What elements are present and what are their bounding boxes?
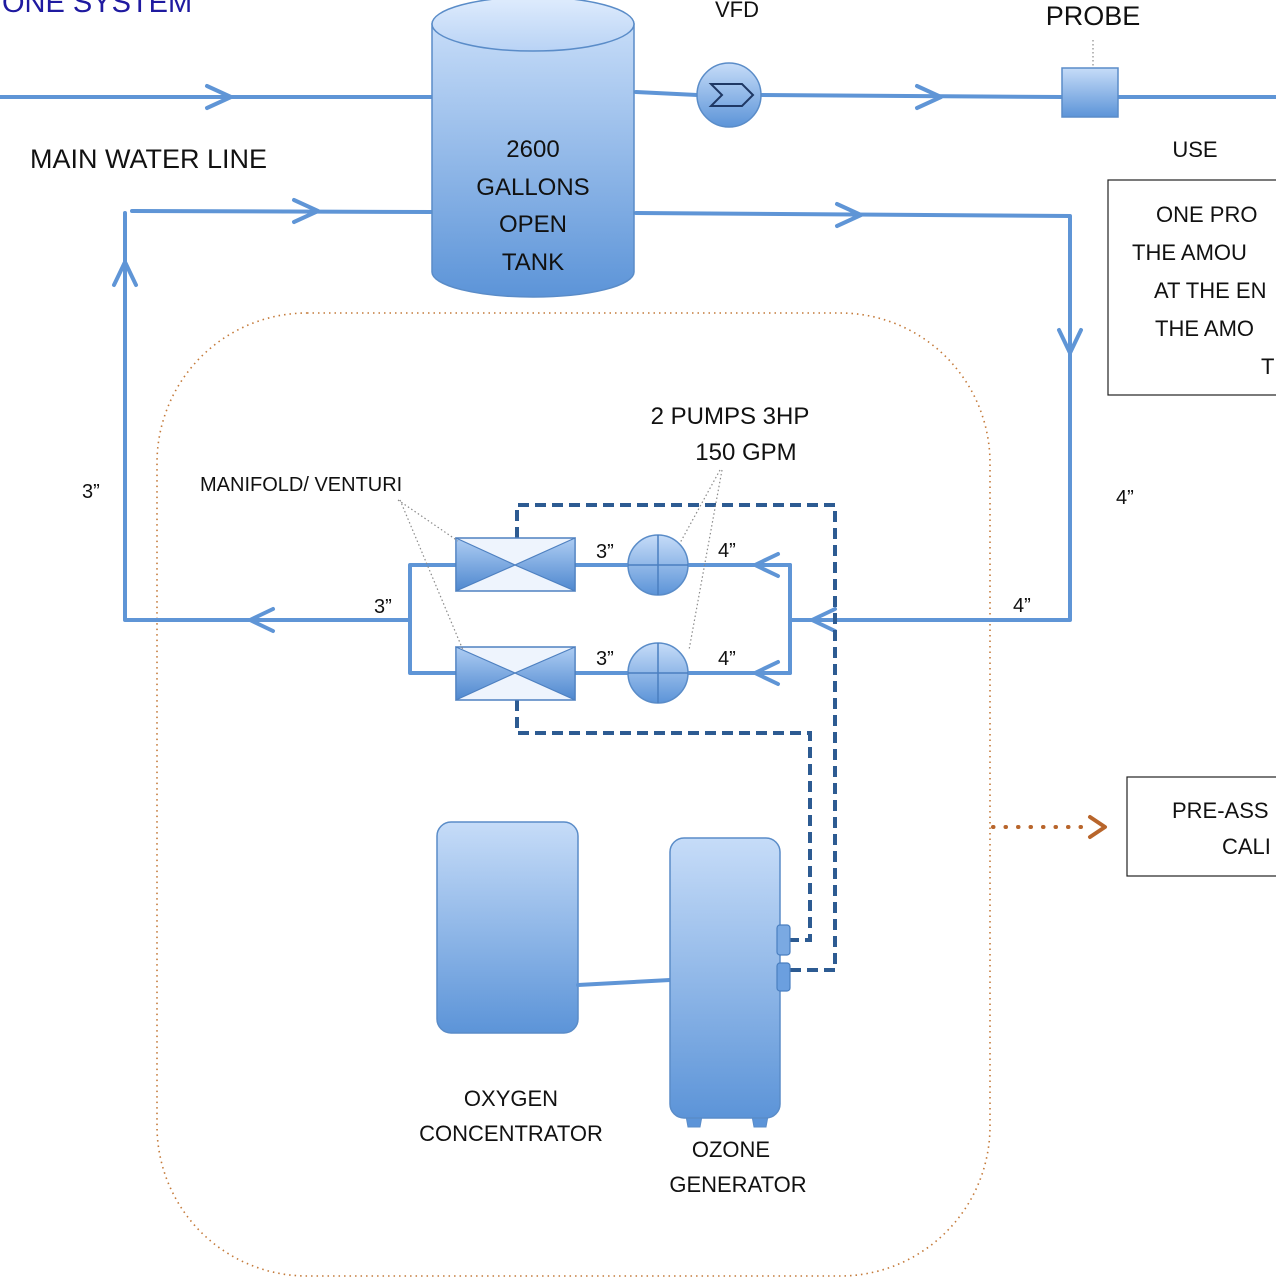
- skid-return-pipe: [123, 211, 412, 622]
- venturi-leader-line: [399, 499, 464, 651]
- note-box: [1107, 179, 1276, 396]
- pipe-size-pump2-inlet: 4”: [718, 648, 736, 670]
- oxygen-concentrator-label-line-1: OXYGEN: [464, 1086, 558, 1111]
- note-line-2: THE AMOU: [1132, 240, 1247, 265]
- pipe-size-pump1-inlet: 4”: [718, 540, 736, 562]
- manifold-venturi-label: MANIFOLD/ VENTURI: [200, 474, 402, 496]
- callout-line-1: PRE-ASS: [1172, 798, 1269, 823]
- ozone-probe: [1061, 67, 1119, 118]
- venturi-leader-line: [397, 499, 459, 542]
- note-line-4: THE AMO: [1155, 316, 1254, 341]
- diagram-title: ONE SYSTEM: [2, 0, 192, 19]
- ozone-generator: [669, 837, 791, 1128]
- ozone-generator-label-line-1: OZONE: [692, 1137, 770, 1162]
- note-line-5: T: [1261, 354, 1274, 379]
- ozone-skid-outline: [156, 312, 991, 1277]
- flow-arrow-right: [835, 202, 863, 228]
- flow-arrow-right: [915, 84, 943, 110]
- pipe-size-supply-riser: 4”: [1116, 487, 1134, 509]
- pumps-label-line-2: 150 GPM: [695, 439, 796, 466]
- callout-line-2: CALI: [1222, 834, 1271, 859]
- return-to-tank-pipe: [130, 209, 434, 214]
- probe-label: PROBE: [1046, 1, 1141, 31]
- flow-arrow-left: [753, 552, 780, 578]
- flow-arrow-left: [810, 607, 837, 633]
- callout-arrowhead: [1088, 815, 1107, 839]
- oxygen-concentrator-label-line-2: CONCENTRATOR: [419, 1121, 603, 1146]
- note-line-1: ONE PRO: [1156, 202, 1257, 227]
- note-line-3: AT THE EN: [1154, 278, 1266, 303]
- pump-upper: [627, 534, 689, 596]
- flow-arrow-down: [1057, 328, 1083, 355]
- use-label: USE: [1172, 137, 1217, 162]
- pipe-size-pump1-outlet: 3”: [596, 541, 614, 563]
- manifold-header-pipe: [408, 563, 458, 675]
- main-water-line-label: MAIN WATER LINE: [30, 144, 267, 174]
- pipe-size-manifold-outlet: 3”: [374, 596, 392, 618]
- vfd-label: VFD: [715, 0, 759, 22]
- pump-lower: [627, 642, 689, 704]
- ozone-gas-line-upper: [515, 503, 837, 972]
- tank-unit-label: GALLONS: [476, 174, 589, 201]
- tank-capacity-label: 2600: [506, 136, 559, 163]
- vfd-to-probe-pipe: [760, 93, 1064, 99]
- flow-arrow-up: [112, 260, 138, 287]
- flow-arrow-right: [205, 84, 233, 110]
- pipe-size-return-riser: 3”: [82, 481, 100, 503]
- pump-leader-line: [679, 469, 721, 544]
- ozone-generator-label-line-2: GENERATOR: [669, 1172, 806, 1197]
- ozone-gas-line-lower: [515, 700, 812, 942]
- tank-type-label: OPEN: [499, 211, 567, 238]
- flow-arrow-left: [248, 607, 275, 633]
- tank-name-label: TANK: [502, 249, 564, 276]
- flow-arrow-left: [753, 660, 780, 686]
- oxygen-feed-line: [576, 978, 672, 987]
- pumps-label-line-1: 2 PUMPS 3HP: [651, 403, 810, 430]
- open-tank: [431, 0, 635, 298]
- pipe-size-pump2-outlet: 3”: [596, 648, 614, 670]
- pipe-size-supply-inlet: 4”: [1013, 595, 1031, 617]
- callout-box: [1126, 776, 1276, 877]
- pump-leader-line: [688, 469, 723, 651]
- flow-arrow-right: [292, 198, 320, 224]
- venturi-injector-lower: [455, 646, 576, 701]
- oxygen-concentrator: [436, 821, 579, 1034]
- venturi-injector-upper: [455, 537, 576, 592]
- vfd-pump: [696, 62, 762, 128]
- tank-to-skid-supply-pipe: [634, 211, 1072, 622]
- tank-to-vfd-pipe: [634, 90, 699, 97]
